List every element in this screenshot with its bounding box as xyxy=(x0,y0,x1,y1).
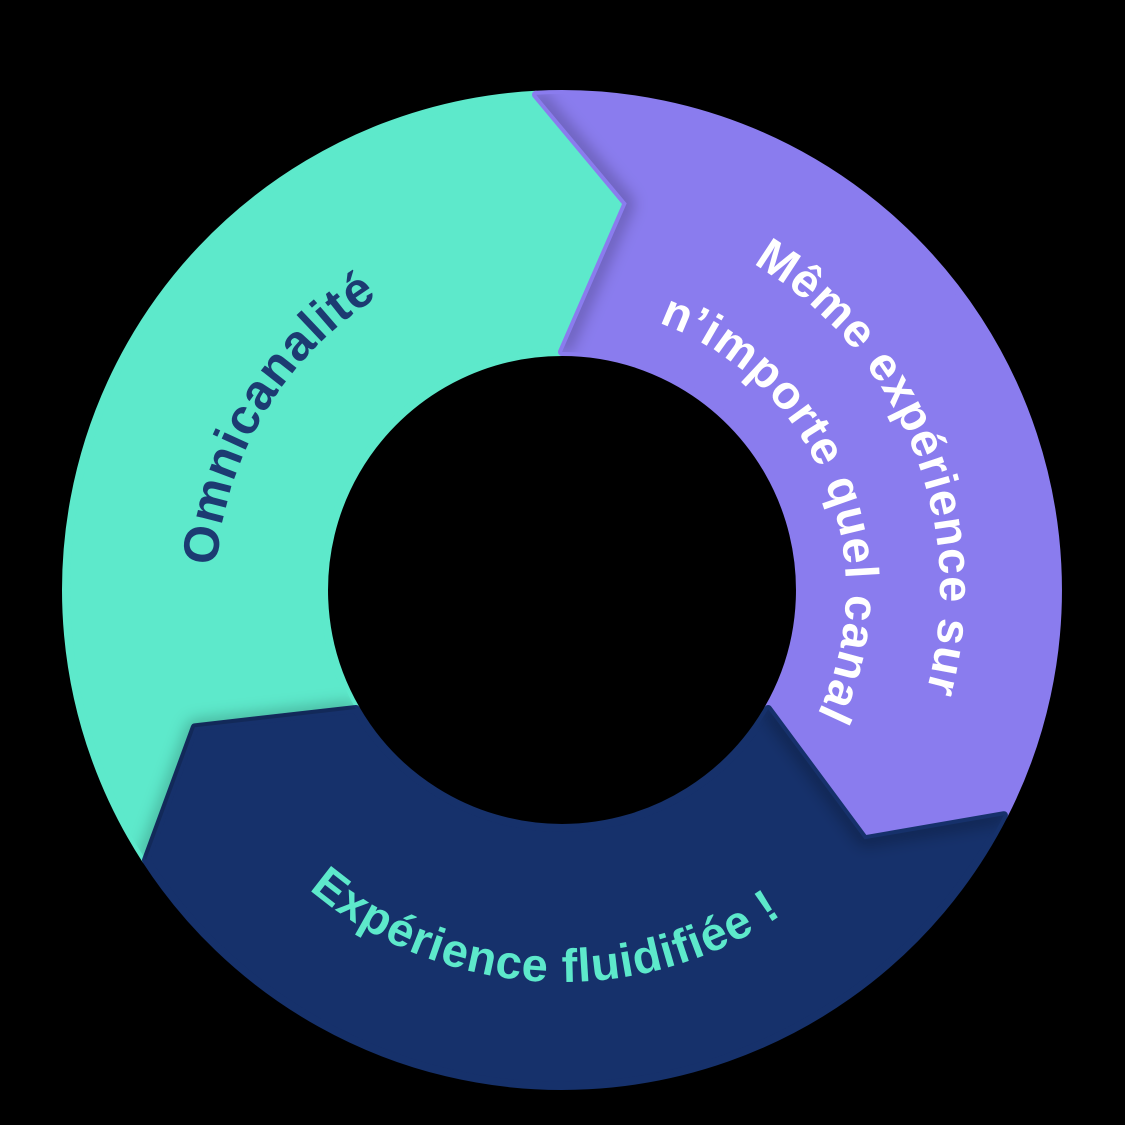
boundary-shadow-navy-arrow xyxy=(140,703,357,861)
